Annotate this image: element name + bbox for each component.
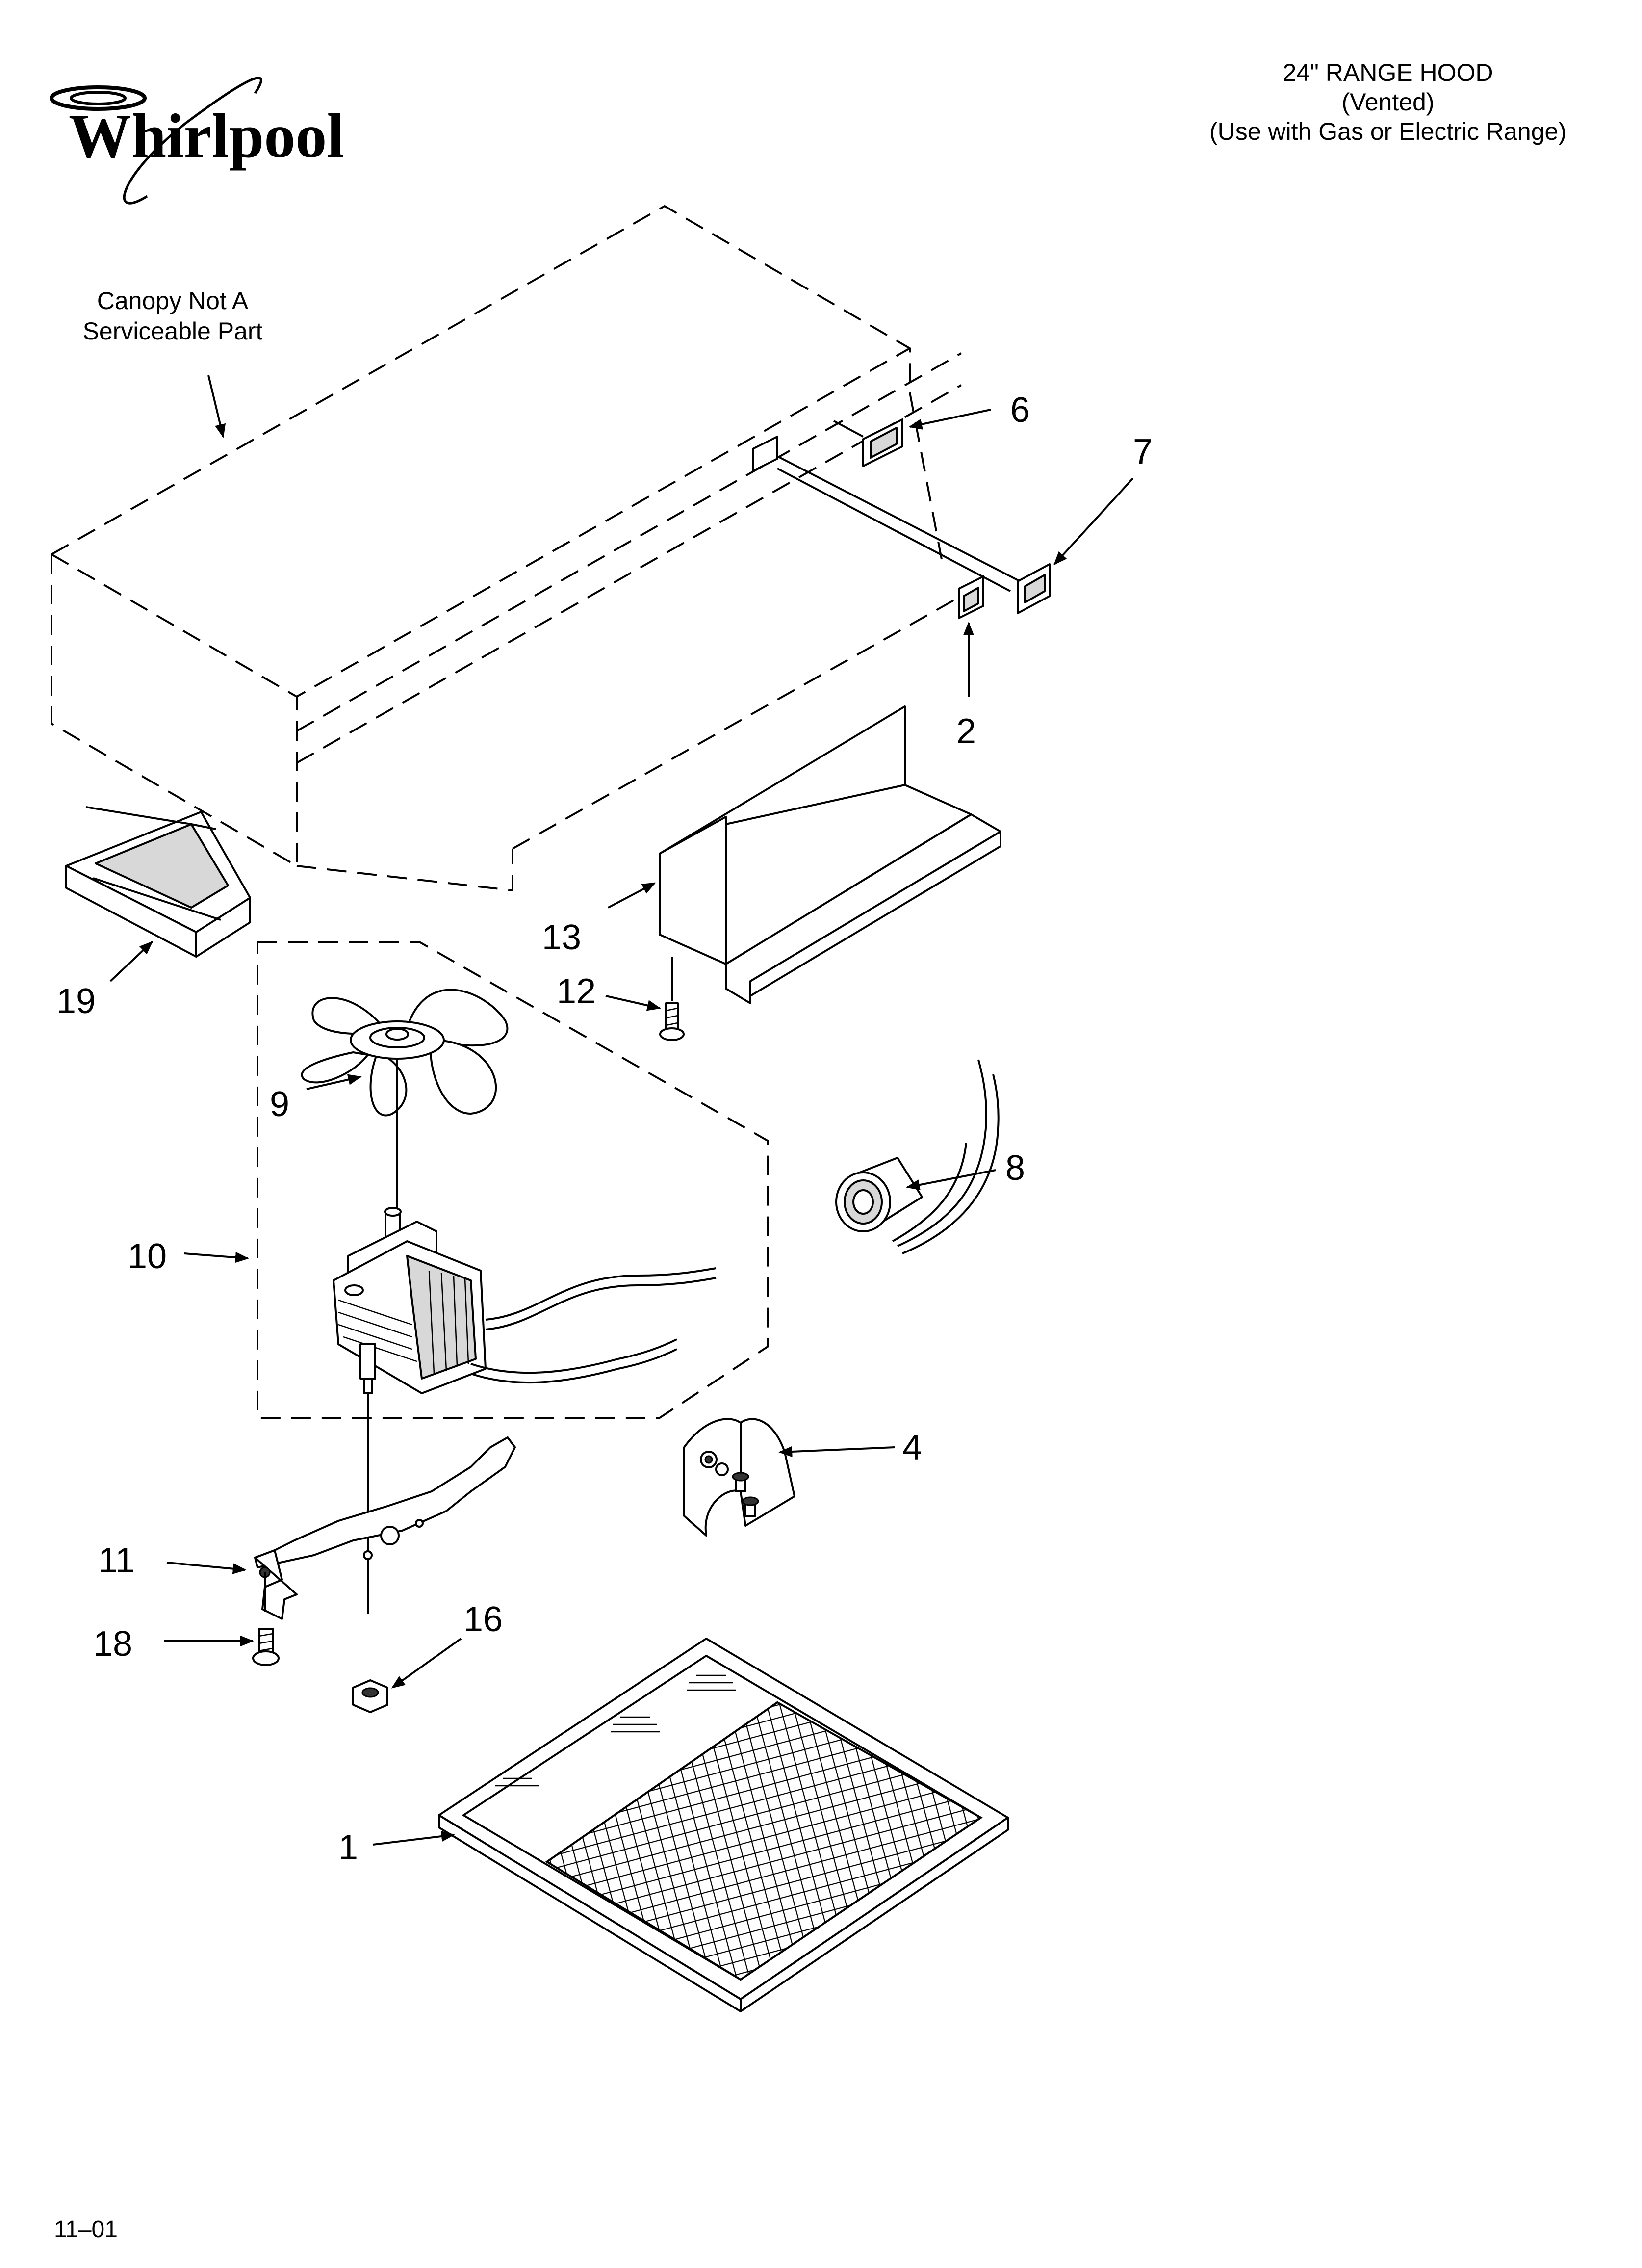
fan-motor (333, 1207, 717, 1614)
callout-19: 19 (56, 941, 154, 1021)
callout-13: 13 (542, 882, 656, 957)
logo-swirl-icon (50, 85, 147, 111)
part-9-fan-blade (301, 989, 509, 1212)
canopy-leader-arrow (207, 375, 226, 438)
callout-12: 12 (557, 972, 661, 1011)
part-4-mounting-bracket (683, 1418, 795, 1537)
callout-10: 10 (128, 1237, 249, 1276)
canopy-note-line2: Serviceable Part (83, 317, 263, 345)
callout-8: 8 (906, 1148, 1025, 1191)
canopy-note-line1: Canopy Not A (97, 287, 249, 314)
callout-2-label: 2 (956, 712, 976, 751)
callout-6: 6 (908, 391, 1030, 430)
part-18-screw-icon (252, 1628, 280, 1666)
motor-fins (338, 1270, 469, 1374)
callout-9-label: 9 (270, 1085, 289, 1124)
header-title: 24" RANGE HOOD (1283, 59, 1493, 86)
canopy-outline (51, 205, 962, 892)
callout-12-label: 12 (557, 972, 596, 1011)
callout-4: 4 (778, 1428, 922, 1467)
logo-wordmark: Whirlpool (69, 101, 344, 171)
callout-13-label: 13 (542, 918, 581, 957)
callout-10-label: 10 (128, 1237, 167, 1276)
part-6-switch-plate (833, 418, 903, 467)
part-13-light-housing (659, 705, 1001, 1004)
header-usage-note: (Use with Gas or Electric Range) (1209, 118, 1566, 145)
callout-1: 1 (338, 1828, 455, 1867)
part-8-lamp-socket (835, 1059, 1000, 1254)
callout-8-label: 8 (1005, 1148, 1025, 1188)
motor-assembly-outline (257, 941, 769, 1419)
filter-panel-marks (495, 1674, 736, 1787)
callout-7: 7 (1053, 432, 1153, 566)
callout-18-label: 18 (93, 1624, 132, 1664)
part-12-screw-icon (659, 1002, 685, 1041)
part-7-switch (1017, 563, 1051, 614)
callout-1-label: 1 (338, 1828, 358, 1867)
bracket-screw-icon (732, 1472, 759, 1517)
footer-revision-code: 11–01 (54, 2216, 118, 2242)
switch-bar (752, 436, 1021, 592)
part-1-grease-filter (438, 1638, 1009, 2012)
callout-11-label: 11 (98, 1541, 135, 1580)
whirlpool-logo: Whirlpool (50, 77, 344, 205)
part-11-motor-bracket (254, 1436, 516, 1620)
part-2-switch (958, 575, 984, 619)
canopy-note: Canopy Not A Serviceable Part (83, 287, 263, 438)
callout-7-label: 7 (1133, 432, 1153, 471)
part-16-nut-icon (352, 1679, 388, 1713)
callout-2: 2 (956, 622, 976, 751)
callout-16-label: 16 (463, 1600, 503, 1639)
callout-9: 9 (270, 1074, 362, 1124)
callout-19-label: 19 (56, 982, 96, 1021)
callout-4-label: 4 (902, 1428, 922, 1467)
callouts: 6 7 2 13 12 19 9 8 (56, 391, 1153, 1867)
callout-16: 16 (391, 1600, 503, 1689)
callout-18: 18 (93, 1624, 254, 1664)
part-19-damper (65, 806, 251, 958)
header-subtitle: (Vented) (1341, 88, 1434, 116)
diagram-header: 24" RANGE HOOD (Vented) (Use with Gas or… (1209, 59, 1566, 145)
callout-11: 11 (98, 1541, 247, 1580)
callout-6-label: 6 (1010, 391, 1030, 430)
